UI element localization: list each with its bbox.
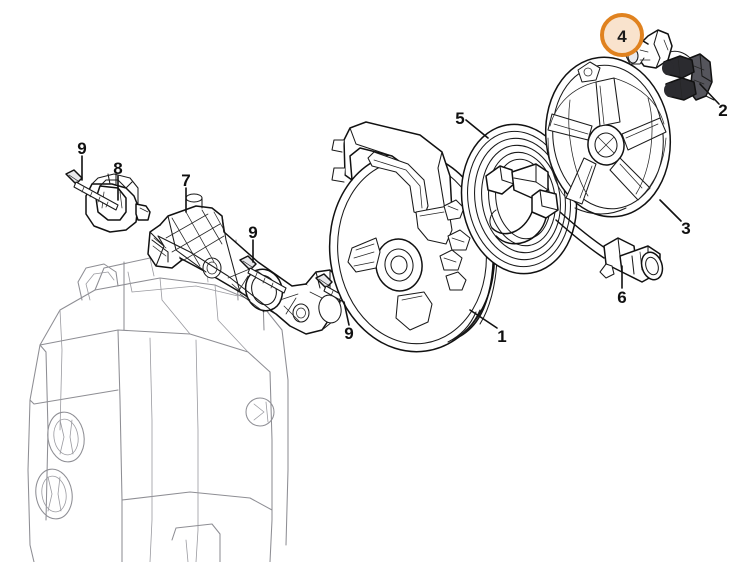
hose-center-fitting	[485, 163, 559, 245]
callout-label-4: 4	[617, 27, 627, 46]
machine-side-latch	[245, 397, 275, 427]
part-6-quick-connect-coupling	[555, 211, 664, 283]
callout-label-9b: 9	[248, 223, 257, 242]
callout-label-2: 2	[718, 101, 727, 120]
highlight-ring	[600, 13, 644, 57]
leader-lines	[81, 37, 720, 329]
leader-5	[465, 119, 489, 139]
reel-latch-details	[439, 199, 471, 291]
callout-label-9c: 9	[344, 324, 353, 343]
callout-label-7: 7	[181, 171, 190, 190]
machine-knob-lower	[35, 468, 73, 520]
callout-label-9a: 9	[77, 139, 86, 158]
part-9-screw-middle	[239, 255, 287, 294]
machine-knob-upper	[47, 411, 85, 463]
callout-label-6: 6	[617, 288, 626, 307]
leader-9c	[343, 301, 350, 326]
callout-numbers: 1 2 3 4 5 6 7 8 9 9 9	[77, 27, 727, 346]
part-2-connector-bracket	[662, 50, 715, 101]
callout-label-3: 3	[681, 219, 690, 238]
part-3-reel-side-plate	[544, 56, 672, 218]
callout-4-highlight[interactable]	[600, 13, 644, 57]
leader-2	[699, 83, 720, 105]
callout-label-8: 8	[113, 159, 122, 178]
part-7-mounting-bracket	[147, 193, 342, 335]
part-5-coiled-hose	[460, 123, 578, 275]
part-4-conical-cap	[625, 29, 673, 69]
leader-3	[659, 199, 682, 222]
leader-1	[469, 309, 498, 329]
callout-label-5: 5	[455, 109, 464, 128]
callout-label-1: 1	[497, 327, 506, 346]
